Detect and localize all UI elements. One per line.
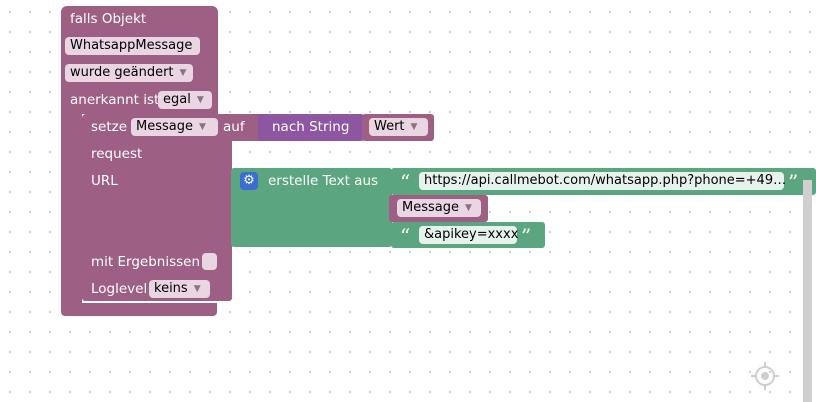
request-title: request <box>91 146 143 162</box>
value-dropdown[interactable]: Wert ▼ <box>369 118 428 136</box>
ack-value: egal <box>163 92 191 107</box>
triangle-down-icon: ▼ <box>464 203 472 213</box>
workspace-scrollbar[interactable] <box>803 180 812 402</box>
request-block[interactable] <box>82 141 232 301</box>
results-label: mit Ergebnissen <box>91 254 201 270</box>
event-block-spine <box>61 110 82 310</box>
condition-dropdown[interactable]: wurde geändert ▼ <box>65 64 193 82</box>
loglevel-label: Loglevel <box>91 281 148 297</box>
crosshair-icon[interactable] <box>750 361 780 391</box>
triangle-down-icon: ▼ <box>179 68 187 78</box>
message-variable-value: Message <box>402 200 459 215</box>
set-label: setze <box>91 119 128 135</box>
open-quote: “ <box>400 170 411 194</box>
apikey-string-field[interactable]: &apikey=xxxx <box>419 226 518 244</box>
value-text: Wert <box>374 119 405 134</box>
triangle-down-icon: ▼ <box>196 95 204 105</box>
triangle-down-icon: ▼ <box>193 284 201 294</box>
to-string-block[interactable] <box>258 114 364 141</box>
close-quote: ” <box>788 170 799 194</box>
ack-dropdown[interactable]: egal ▼ <box>158 91 212 109</box>
triangle-down-icon: ▼ <box>198 122 206 132</box>
url-label: URL <box>91 173 118 189</box>
text-join-label: erstelle Text aus <box>268 173 379 189</box>
set-connector-label: auf <box>223 119 245 135</box>
loglevel-value: keins <box>154 281 188 296</box>
triangle-down-icon: ▼ <box>410 122 418 132</box>
ack-label: anerkannt ist <box>70 92 160 108</box>
variable-value: Message <box>136 119 193 134</box>
condition-value: wurde geändert <box>70 65 174 80</box>
gear-icon[interactable]: ⚙ <box>240 172 258 190</box>
variable-dropdown[interactable]: Message ▼ <box>131 118 218 136</box>
event-block-footer <box>61 303 217 316</box>
url-string-field[interactable]: https://api.callmebot.com/whatsapp.php?p… <box>419 172 786 190</box>
close-quote: ” <box>521 224 532 248</box>
message-variable-dropdown[interactable]: Message ▼ <box>397 199 481 217</box>
to-string-label: nach String <box>272 119 350 135</box>
loglevel-dropdown[interactable]: keins ▼ <box>149 280 210 298</box>
open-quote: “ <box>400 224 411 248</box>
object-id-field[interactable]: WhatsappMessage <box>65 37 200 55</box>
event-title: falls Objekt <box>70 11 147 27</box>
results-checkbox[interactable] <box>202 253 217 270</box>
